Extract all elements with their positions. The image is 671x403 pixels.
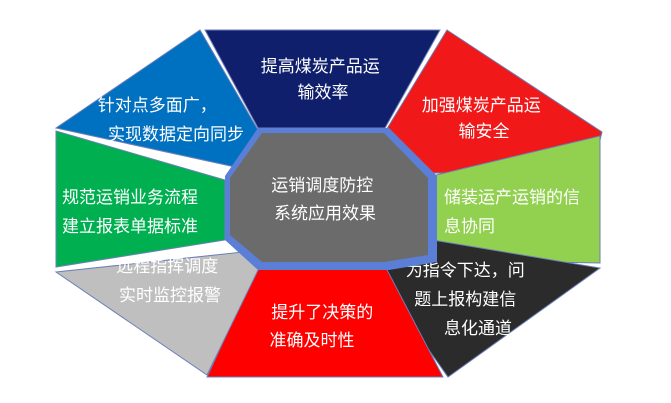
segment-left: 规范运销业务流程 建立报表单据标准 — [55, 130, 226, 268]
segment-bottom-left: 远程指挥调度 实时监控报警 — [54, 249, 263, 376]
segment-top-left: 针对点多面广， 实现数据定向同步 — [54, 29, 259, 169]
segment-top-right-line-1: 加强煤炭产品运 — [422, 96, 541, 116]
segment-bottom-right: 为指令下达，问 题上报构建信 息化通道 — [384, 231, 602, 378]
segment-bottom-text: 提升了决策的 准确及时性 — [270, 303, 379, 351]
segment-bottom-left-text: 远程指挥调度 实时监控报警 — [116, 257, 223, 306]
segment-bottom-right-text: 为指令下达，问 题上报构建信 息化通道 — [406, 261, 530, 339]
segment-right-line-2: 息协同 — [444, 217, 495, 237]
center-line-1: 运销调度防控 — [271, 176, 373, 196]
segment-top-line-2: 输效率 — [298, 83, 349, 103]
center-shape — [230, 133, 428, 262]
center-text: 运销调度防控 系统应用效果 — [271, 176, 378, 224]
segment-top-left-text: 针对点多面广， 实现数据定向同步 — [98, 96, 244, 145]
segment-bottom-line-2: 准确及时性 — [270, 331, 355, 351]
center-hub: 运销调度防控 系统应用效果 — [225, 128, 437, 270]
segment-top-text: 提高煤炭产品运 输效率 — [261, 57, 385, 103]
center-line-2: 系统应用效果 — [274, 204, 376, 224]
segment-top: 提高煤炭产品运 输效率 — [204, 29, 441, 129]
segment-bottom: 提升了决策的 准确及时性 — [206, 265, 444, 378]
segment-left-line-2: 建立报表单据标准 — [62, 217, 198, 237]
segment-right: 储装运产运销的信 息协同 — [431, 135, 601, 264]
segment-top-left-line-2: 实现数据定向同步 — [108, 125, 244, 145]
segment-top-right-text: 加强煤炭产品运 输安全 — [422, 96, 546, 142]
segment-top-right-line-2: 输安全 — [459, 122, 510, 142]
segment-bottom-line-1: 提升了决策的 — [271, 303, 373, 323]
segment-bottom-right-line-3: 息化通道 — [444, 319, 512, 339]
segment-top-line-1: 提高煤炭产品运 — [261, 57, 380, 77]
segment-left-line-1: 规范运销业务流程 — [62, 188, 198, 208]
segment-top-right: 加强煤炭产品运 输安全 — [384, 29, 603, 174]
segment-right-line-1: 储装运产运销的信 — [444, 188, 580, 208]
segment-bottom-right-line-2: 题上报构建信 — [414, 290, 516, 310]
segment-bottom-right-line-1: 为指令下达，问 — [406, 261, 525, 281]
segment-right-text: 储装运产运销的信 息协同 — [444, 188, 585, 237]
segment-top-left-line-1: 针对点多面广， — [98, 96, 217, 116]
segment-bottom-left-line-1: 远程指挥调度 — [116, 257, 218, 277]
segment-bottom-left-line-2: 实时监控报警 — [119, 286, 221, 306]
segment-left-text: 规范运销业务流程 建立报表单据标准 — [62, 188, 203, 237]
